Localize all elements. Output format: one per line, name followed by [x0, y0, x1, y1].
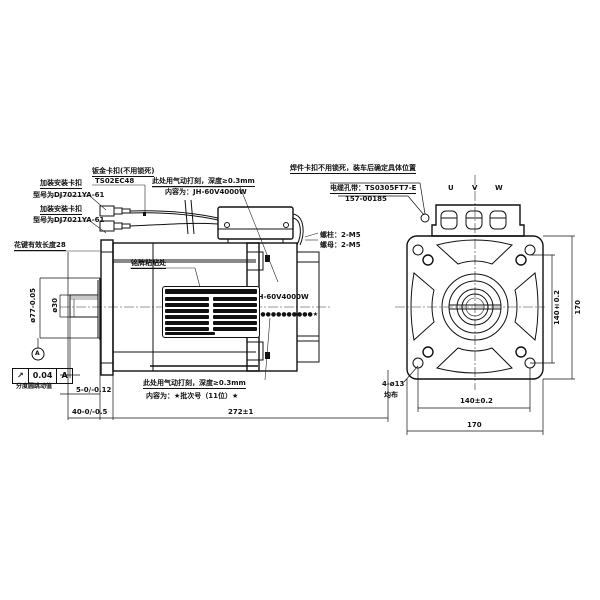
engrave-bottom-note: 此处用气动打刻，深度≥0.3mm	[143, 379, 246, 389]
motor-nameplate	[162, 286, 260, 338]
model-marking: JH-60V4000W	[255, 293, 309, 301]
phase-w-label: W	[495, 184, 503, 192]
sheet-metal-clip-label: 钣金卡扣(不用锁死)	[92, 167, 155, 177]
engrave-top-note: 此处用气动打刻，深度≥0.3mm	[152, 177, 255, 187]
runout-note: 分度圆跳动值	[16, 383, 53, 390]
leader-lines	[14, 184, 319, 381]
end-view	[330, 175, 575, 435]
stud-label: 螺柱：2-M5	[320, 231, 361, 239]
front-flange	[100, 239, 114, 376]
cable-connectors	[99, 205, 146, 232]
mount-holes-note: 均布	[384, 391, 398, 399]
cable-harness	[129, 199, 304, 246]
bolt-spacing-h-dim: 140±0.2	[460, 397, 493, 405]
runout-symbol: ↗	[13, 369, 29, 383]
dimension-lines	[37, 252, 389, 422]
cable-gland-code: 157-00185	[345, 195, 387, 203]
runout-tolerance-frame: ↗ 0.04 A	[12, 368, 73, 384]
flange-dia-dim: ø77-0.05	[29, 288, 37, 323]
extra-clip-1-model: 型号为DJ7021YA-61	[33, 191, 105, 199]
sheet-metal-clip-model: TS02EC48	[95, 177, 135, 185]
width-dim: 170	[467, 421, 482, 429]
body-length-dim: 272±1	[228, 408, 254, 416]
shoulder-dim: 5-0/-0.12	[76, 386, 112, 394]
datum-circle	[31, 347, 45, 361]
serial-marking: ★●●●●●●●●●●★	[255, 311, 319, 318]
junction-box	[217, 206, 294, 244]
spline-length-label: 花键有效长度28	[14, 241, 66, 251]
extra-clip-2-label: 加装安装卡扣	[40, 205, 82, 215]
bolt-spacing-v-dim: 140±0.2	[553, 290, 561, 326]
mount-holes-label: 4-ø13	[382, 380, 405, 388]
runout-value: 0.04	[29, 369, 58, 383]
runout-datum: A	[61, 371, 68, 380]
shaft-length-dim: 40-0/-0.5	[72, 408, 108, 416]
motor-shaft	[69, 278, 101, 340]
height-dim: 170	[574, 300, 582, 315]
extra-clip-1-label: 加装安装卡扣	[40, 179, 82, 189]
cable-gland-label: 电缆孔带：TS0305FT7-E	[330, 184, 417, 194]
datum-label: A	[35, 350, 40, 357]
extra-clip-2-model: 型号为DJ7021YA-61	[33, 216, 105, 224]
engrave-bottom-content: 内容为：★批次号（11位）★	[146, 392, 239, 400]
engrave-top-content: 内容为：JH-60V4000W	[165, 188, 247, 196]
clip-note: 焊件卡扣不用锁死，装车后确定具体位置	[290, 164, 416, 174]
nameplate-location-label: 铭牌粘贴处	[131, 259, 166, 269]
phase-u-label: U	[448, 184, 454, 192]
phase-v-label: V	[472, 184, 478, 192]
nut-label: 螺母：2-M5	[320, 241, 361, 249]
shaft-dia-dim: ø30	[51, 298, 59, 313]
